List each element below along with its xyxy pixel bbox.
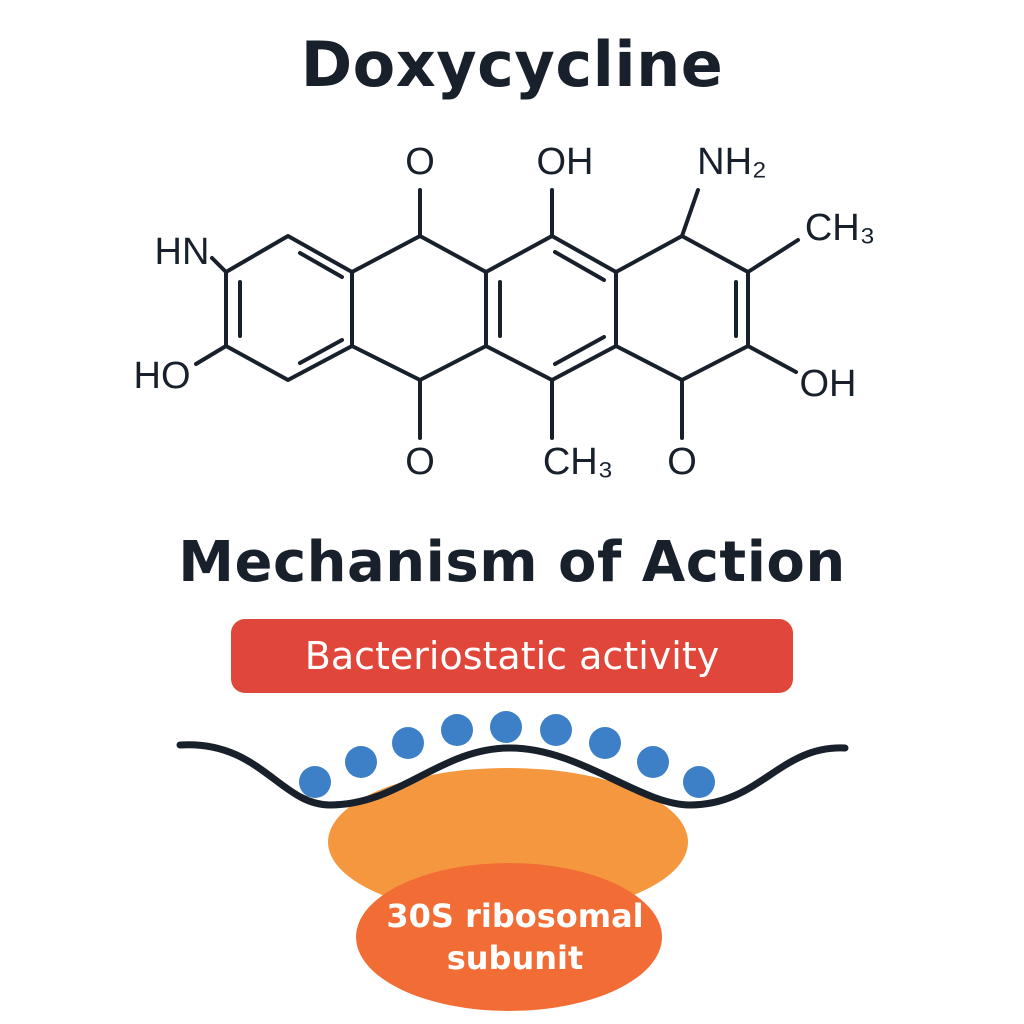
molecule-dot [637,746,669,778]
label-ch3-bottom: CH₃ [543,441,613,483]
subunit-label-line2: subunit [446,939,584,977]
molecule-dot [490,711,522,743]
subunit-label: 30S ribosomal subunit [355,895,675,979]
molecule-dot [589,727,621,759]
label-o-bottom-right: O [667,441,697,483]
label-ho-left: HO [134,355,191,397]
ribosome-small-subunit-shape [356,863,662,1011]
activity-badge-label: Bacteriostatic activity [304,634,720,678]
doxycycline-structure: O OH NH₂ CH₃ HN HO OH O CH₃ O [134,141,876,483]
page-title: Doxycycline [300,28,724,101]
subunit-label-line1: 30S ribosomal [386,897,644,935]
label-o-top-left: O [405,141,435,183]
molecule-dot [299,766,331,798]
molecule-dot [345,746,377,778]
label-ch3-right: CH₃ [805,207,875,249]
label-oh-right: OH [800,363,857,405]
molecule-dot [540,714,572,746]
molecule-dot [683,766,715,798]
mechanism-title: Mechanism of Action [178,530,846,595]
label-o-bottom-left: O [405,441,435,483]
label-nh2-top-right: NH₂ [697,141,767,183]
mrna-strand [176,741,849,809]
activity-badge: Bacteriostatic activity [231,619,793,693]
label-hn-left: HN [155,231,210,273]
drug-molecules [299,711,715,798]
label-oh-top-mid: OH [537,141,594,183]
molecule-dot [441,714,473,746]
molecule-dot [392,727,424,759]
